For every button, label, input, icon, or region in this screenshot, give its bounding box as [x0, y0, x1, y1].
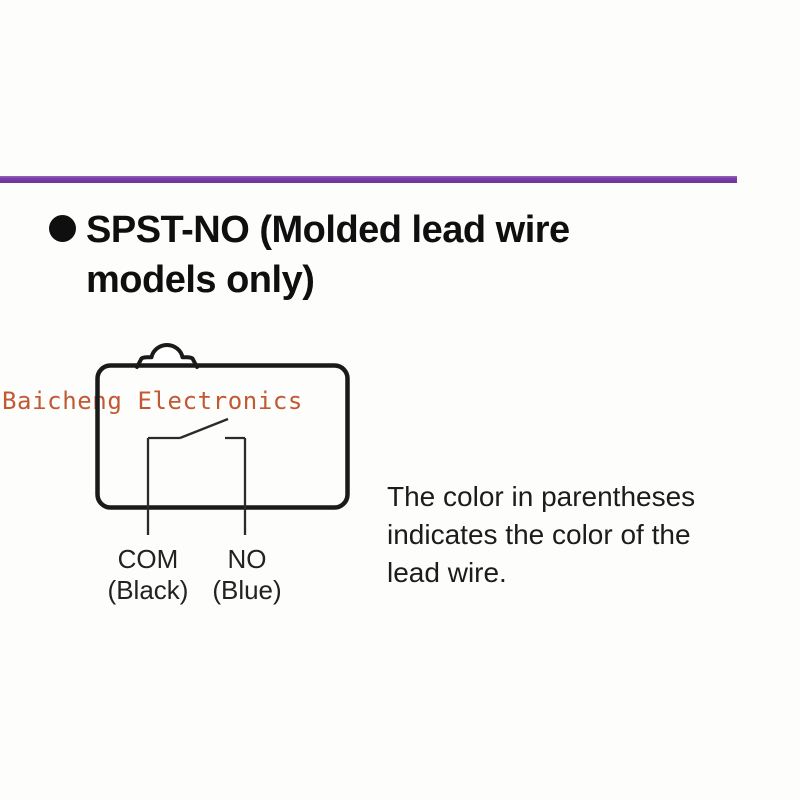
terminal-name-no: NO [227, 544, 267, 574]
section-heading: SPST-NO (Molded lead wire models only) [86, 205, 570, 305]
section-divider [0, 176, 737, 183]
plunger-button-icon [135, 342, 199, 369]
section-heading-line2: models only) [86, 259, 315, 301]
terminal-wire-color-com: (Black) [107, 575, 189, 605]
terminal-wire-color-no: (Blue) [212, 575, 282, 605]
terminal-name-com: COM [117, 544, 179, 574]
switch-body-outline [95, 363, 350, 510]
note-line1: The color in parentheses [387, 481, 696, 512]
note-line2: indicates the color of the [387, 519, 691, 550]
note-line3: lead wire. [387, 557, 507, 588]
contact-lever-line [179, 417, 229, 440]
bullet-icon [49, 215, 76, 242]
section-heading-line1: SPST-NO (Molded lead wire [86, 209, 570, 251]
switch-schematic-diagram [95, 342, 350, 535]
terminal-label-no: NO (Blue) [212, 544, 281, 606]
note-text: The color in parentheses indicates the c… [387, 478, 695, 592]
watermark-text: Baicheng Electronics [2, 387, 303, 415]
terminal-label-com: COM (Black) [108, 544, 189, 606]
